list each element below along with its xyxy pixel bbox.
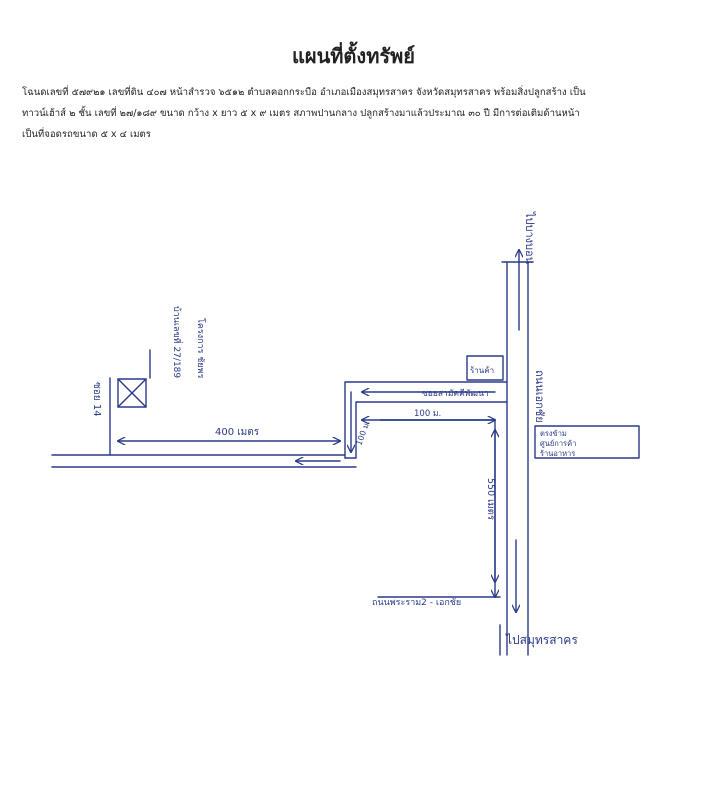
label-landmark-1: ตรงข้าม — [540, 429, 567, 438]
label-landmark-3: ร้านอาหาร — [540, 449, 575, 458]
label-soi-14: ซอย 14 — [91, 382, 102, 417]
label-shop: ร้านค้า — [470, 366, 494, 375]
description-line-3: เป็นที่จอดรถขนาด ๕ x ๔ เมตร — [22, 129, 151, 140]
route-corner-line — [379, 419, 496, 591]
side-road-top-edge — [344, 381, 508, 459]
label-100-meters-top: 100 ม. — [414, 409, 441, 419]
property-description: โฉนดเลขที่ ๕๗๙๒๑ เลขที่ดิน ๔๐๗ หน้าสำรวจ… — [22, 82, 682, 145]
label-550-meters: 550 เมตร — [485, 478, 496, 520]
property-marker-box — [117, 378, 147, 408]
label-house-number: บ้านเลขที่ 27/189 — [171, 306, 184, 378]
description-line-1: โฉนดเลขที่ ๕๗๙๒๑ เลขที่ดิน ๔๐๗ หน้าสำรวจ… — [22, 87, 586, 98]
label-landmark-2: ศูนย์การค้า — [540, 439, 576, 448]
label-side-road: ซอยสามัคคีพัฒนา — [422, 388, 489, 399]
label-main-road: ถนนเอกชัย — [533, 370, 546, 423]
side-road-bottom-edge — [355, 401, 508, 459]
label-400-meters: 400 เมตร — [215, 427, 260, 438]
property-marker-cross-b — [117, 378, 147, 408]
page-title: แผนที่ตั้งทรัพย์ — [291, 44, 416, 68]
description-line-2: ทาวน์เฮ้าส์ ๒ ชั้น เลขที่ ๒๗/๑๘๙ ขนาด กว… — [22, 108, 580, 119]
label-bottom-road: ถนนพระราม2 - เอกชัย — [372, 598, 461, 608]
label-to-samutsakhon: ไปสมุทรสาคร — [505, 633, 578, 648]
label-100-meters-left: 100 ม. — [354, 420, 371, 447]
label-to-bangbon: ไปบางบอน — [523, 211, 536, 265]
shop-box — [466, 355, 504, 381]
label-village: โครงการ ชัยพร — [195, 318, 206, 379]
landmark-box — [534, 425, 640, 459]
